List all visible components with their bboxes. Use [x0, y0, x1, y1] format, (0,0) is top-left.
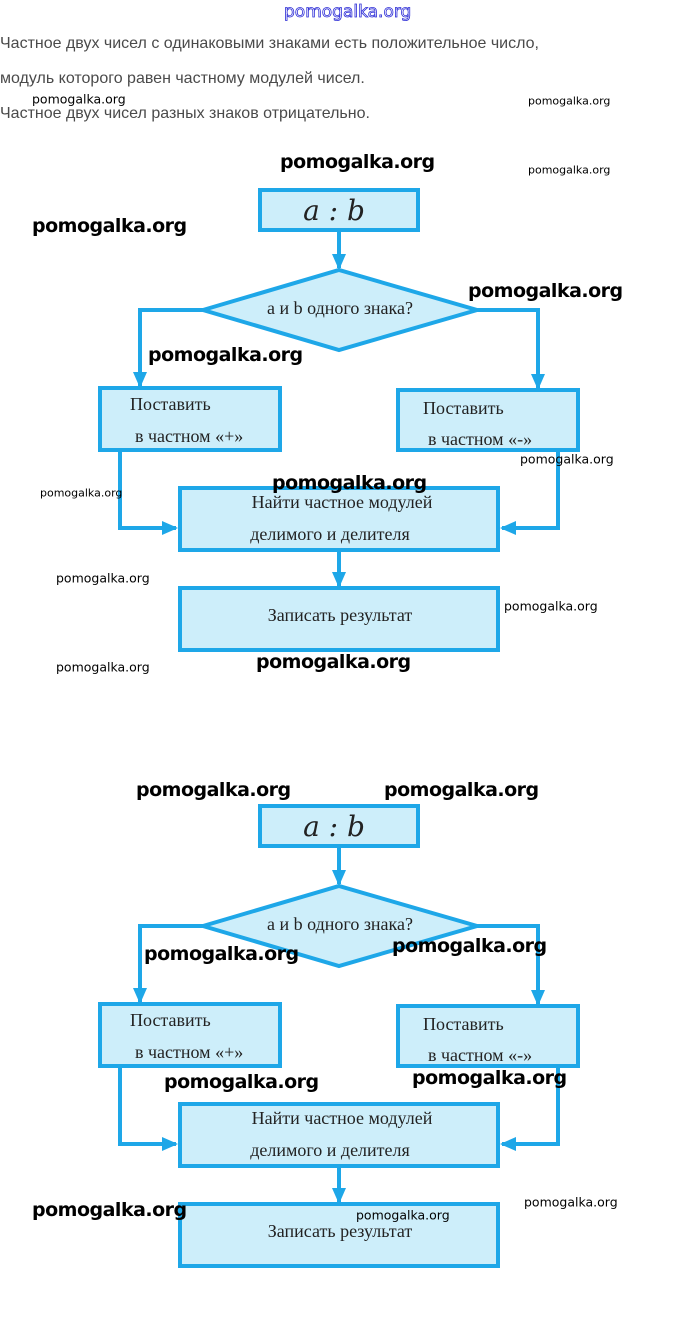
flowchart-2: a : b а и b одного знака? Поставить в частн… [98, 804, 580, 1268]
right-box-line-2: в частном «-» [428, 429, 532, 449]
watermark: pomogalka.org [528, 94, 611, 108]
arrowhead-icon [531, 374, 545, 390]
decision-label: а и b одного знака? [267, 298, 413, 318]
right-box-line-1: Поставить [423, 398, 504, 418]
arrowhead-icon [162, 521, 178, 535]
watermark: pomogalka.org [32, 1199, 187, 1221]
right-box-line-2: в частном «-» [428, 1045, 532, 1065]
watermark: pomogalka.org [272, 472, 427, 494]
left-box-line-1: Поставить [130, 394, 211, 414]
watermark: pomogalka.org [136, 779, 291, 801]
arrowhead-icon [332, 572, 346, 588]
connector [118, 1066, 176, 1146]
arrowhead-icon [500, 521, 516, 535]
connector [502, 1066, 560, 1146]
middle-box-line-1: Найти частное модулей [252, 1108, 433, 1128]
text-line-2: модуль которого равен частному модулей ч… [0, 70, 365, 87]
right-box-line-1: Поставить [423, 1014, 504, 1034]
connector [475, 924, 540, 1004]
right-box [396, 388, 580, 452]
end-box-label: Записать результат [268, 1221, 413, 1241]
middle-box-line-2: делимого и делителя [250, 524, 410, 544]
middle-box-line-2: делимого и делителя [250, 1140, 410, 1160]
watermark: pomogalka.org [56, 659, 150, 675]
left-box-line-2: в частном «+» [135, 426, 243, 446]
flowchart-1: a : b а и b одного знака? Поставить в частн… [98, 188, 580, 652]
decision-diamond [195, 267, 485, 353]
connector [502, 450, 560, 530]
watermark: pomogalka.org [56, 570, 150, 586]
end-box-label: Записать результат [268, 605, 413, 625]
watermark: pomogalka.org [528, 163, 611, 177]
end-box [178, 586, 500, 652]
right-box [396, 1004, 580, 1068]
decision-diamond [195, 883, 485, 969]
watermark: pomogalka.org [280, 151, 435, 173]
arrowhead-icon [162, 1137, 178, 1151]
watermark: pomogalka.org [384, 779, 539, 801]
arrowhead-icon [332, 254, 346, 270]
watermark: pomogalka.org [144, 943, 299, 965]
watermark: pomogalka.org [504, 598, 598, 614]
arrowhead-icon [332, 870, 346, 886]
watermark: pomogalka.org [256, 651, 411, 673]
watermark: pomogalka.org [520, 451, 614, 467]
watermark: pomogalka.org [148, 344, 303, 366]
left-box [98, 1002, 282, 1068]
start-box [258, 188, 420, 232]
connector [118, 450, 176, 530]
decision-label: а и b одного знака? [267, 914, 413, 934]
middle-box [178, 1102, 500, 1168]
start-label: a : b [303, 194, 365, 227]
connector [475, 308, 540, 388]
watermark: pomogalka.org [412, 1067, 567, 1089]
watermark: pomogalka.org [32, 215, 187, 237]
left-box-line-1: Поставить [130, 1010, 211, 1030]
watermark: pomogalka.org [356, 1207, 450, 1223]
start-box [258, 804, 420, 848]
watermark: pomogalka.org [524, 1194, 618, 1210]
watermark-top: pomogalka.org [284, 2, 412, 23]
arrowhead-icon [531, 990, 545, 1006]
watermark: pomogalka.org [164, 1071, 319, 1093]
text-line-1: Частное двух чисел с одинаковыми знаками… [0, 35, 539, 52]
watermark: pomogalka.org [468, 280, 623, 302]
left-box [98, 386, 282, 452]
watermark: pomogalka.org [32, 91, 126, 107]
arrowhead-icon [500, 1137, 516, 1151]
connector [138, 924, 205, 1002]
middle-box [178, 486, 500, 552]
start-label: a : b [303, 810, 365, 843]
middle-box-line-1: Найти частное модулей [252, 492, 433, 512]
text-line-3: Частное двух чисел разных знаков отрицат… [0, 105, 370, 122]
end-box [178, 1202, 500, 1268]
left-box-line-2: в частном «+» [135, 1042, 243, 1062]
watermark: pomogalka.org [392, 935, 547, 957]
watermark: pomogalka.org [40, 486, 123, 500]
arrowhead-icon [133, 372, 147, 388]
arrowhead-icon [133, 988, 147, 1004]
connector [138, 308, 205, 386]
arrowhead-icon [332, 1188, 346, 1204]
